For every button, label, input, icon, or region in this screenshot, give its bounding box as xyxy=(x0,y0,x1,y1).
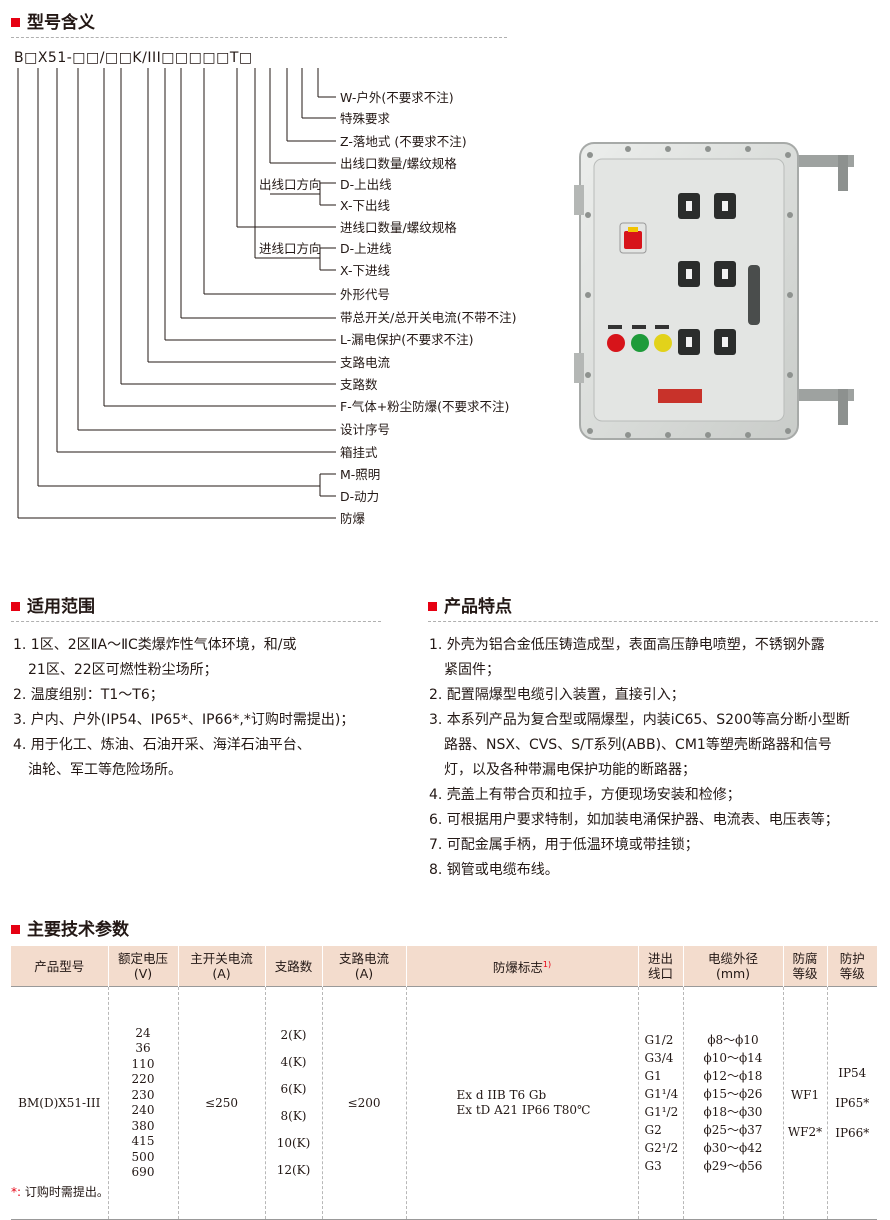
divider xyxy=(11,37,507,38)
feature-item: 7. 可配金属手柄，用于低温环境或带挂锁； xyxy=(429,837,699,853)
scope-item: 1. 1区、2区ⅡA～ⅡC类爆炸性气体环境，和/或 xyxy=(13,637,297,653)
scope-item-cont: 油轮、军工等危险场所。 xyxy=(28,762,182,778)
scope-item-cont: 21区、22区可燃性粉尘场所； xyxy=(28,662,218,678)
header-main-current: 主开关电流(A) xyxy=(177,946,265,987)
label-outlet-down: X-下出线 xyxy=(340,198,390,213)
divider xyxy=(11,621,381,622)
footnote-text: 订购时需提出。 xyxy=(24,1185,109,1199)
feature-item: 6. 可根据用户要求特制，如加装电涌保护器、电流表、电压表等； xyxy=(429,812,839,828)
feature-item: 3. 本系列产品为复合型或隔爆型，内装iC65、S200等高分断小型断 xyxy=(429,712,850,728)
label-gas-dust: F-气体+粉尘防爆(不要求不注) xyxy=(340,399,510,414)
footnote: *: 订购时需提出。 xyxy=(11,1183,109,1200)
feature-item: 8. 钢管或电缆布线。 xyxy=(429,862,559,878)
scope-item: 3. 户内、户外(IP54、IP65*、IP66*,*订购时需提出)； xyxy=(13,712,355,728)
cell-branches: 2(K)4(K) 6(K)8(K) 10(K)12(K) xyxy=(264,986,322,1220)
label-outlet-up: D-上出线 xyxy=(340,177,392,192)
header-ex-mark: 防爆标志1) xyxy=(405,946,638,987)
scope-item: 2. 温度组别：T1～T6； xyxy=(13,687,164,703)
label-lighting: M-照明 xyxy=(340,467,381,482)
feature-item-cont: 紧固件； xyxy=(444,662,500,678)
header-ports: 进出线口 xyxy=(637,946,683,987)
cell-protection: IP54 IP65* IP66* xyxy=(826,986,877,1220)
label-inlet-count: 进线口数量/螺纹规格 xyxy=(340,220,457,235)
header-voltage: 额定电压(V) xyxy=(107,946,178,987)
feature-item-cont: 灯，以及各种带漏电保护功能的断路器； xyxy=(444,762,696,778)
label-leakage: L-漏电保护(不要求不注) xyxy=(340,332,474,347)
spec-table: 产品型号 额定电压(V) 主开关电流(A) 支路数 支路电流(A) 防爆标志1)… xyxy=(11,946,877,1220)
header-anticorrosion: 防腐等级 xyxy=(782,946,827,987)
section-title-scope: 适用范围 xyxy=(11,597,95,617)
scope-list: 1. 1区、2区ⅡA～ⅡC类爆炸性气体环境，和/或 21区、22区可燃性粉尘场所… xyxy=(13,633,354,783)
footnote-star: *: xyxy=(11,1185,22,1199)
feature-item: 4. 壳盖上有带合页和拉手，方便现场安装和检修； xyxy=(429,787,741,803)
label-wall-mount: 箱挂式 xyxy=(340,445,378,460)
label-explosion-proof: 防爆 xyxy=(340,511,366,526)
scope-item: 4. 用于化工、炼油、石油开采、海洋石油平台、 xyxy=(13,737,311,753)
square-bullet-icon xyxy=(11,925,20,934)
section-title-model: 型号含义 xyxy=(11,13,95,33)
cell-model: BM(D)X51-III xyxy=(11,986,108,1220)
distribution-box-image xyxy=(574,142,854,440)
header-protection: 防护等级 xyxy=(826,946,877,987)
feature-item: 1. 外壳为铝合金低压铸造成型，表面高压静电喷塑，不锈钢外露 xyxy=(429,637,825,653)
features-list: 1. 外壳为铝合金低压铸造成型，表面高压静电喷塑，不锈钢外露 紧固件； 2. 配… xyxy=(429,633,850,883)
label-power: D-动力 xyxy=(340,489,380,504)
label-outlet-count: 出线口数量/螺纹规格 xyxy=(340,156,457,171)
footnote-marker: 1) xyxy=(542,959,552,969)
square-bullet-icon xyxy=(11,602,20,611)
label-floor: Z-落地式 (不要求不注) xyxy=(340,134,467,149)
cell-main-current: ≤250 xyxy=(177,986,265,1220)
header-model: 产品型号 xyxy=(11,946,108,987)
label-shape-code: 外形代号 xyxy=(340,287,391,302)
label-main-switch: 带总开关/总开关电流(不带不注) xyxy=(340,310,517,325)
square-bullet-icon xyxy=(11,18,20,27)
table-header-row: 产品型号 额定电压(V) 主开关电流(A) 支路数 支路电流(A) 防爆标志1)… xyxy=(11,946,877,987)
divider xyxy=(428,621,878,622)
label-outdoor: W-户外(不要求不注) xyxy=(340,90,454,105)
model-code: B□X51-□□/□□K/III□□□□□T□ xyxy=(14,50,253,66)
cell-branch-current: ≤200 xyxy=(321,986,406,1220)
label-branch-current: 支路电流 xyxy=(340,355,391,370)
label-design-no: 设计序号 xyxy=(340,422,391,437)
label-inlet-down: X-下进线 xyxy=(340,263,390,278)
header-branch-current: 支路电流(A) xyxy=(321,946,406,987)
model-tree-lines xyxy=(17,68,336,519)
feature-item: 2. 配置隔爆型电缆引入装置，直接引入； xyxy=(429,687,685,703)
feature-item-cont: 路器、NSX、CVS、S/T系列(ABB)、CM1等塑壳断路器和信号 xyxy=(444,737,832,753)
square-bullet-icon xyxy=(428,602,437,611)
label-outlet-direction: 出线口方向 xyxy=(259,177,322,192)
section-title-params: 主要技术参数 xyxy=(11,920,129,940)
label-special: 特殊要求 xyxy=(340,111,391,126)
header-cable: 电缆外径(mm) xyxy=(682,946,783,987)
header-branches: 支路数 xyxy=(264,946,322,987)
label-inlet-direction: 进线口方向 xyxy=(259,241,322,256)
label-inlet-up: D-上进线 xyxy=(340,241,392,256)
label-branch-count: 支路数 xyxy=(340,377,378,392)
section-title-features: 产品特点 xyxy=(428,597,512,617)
